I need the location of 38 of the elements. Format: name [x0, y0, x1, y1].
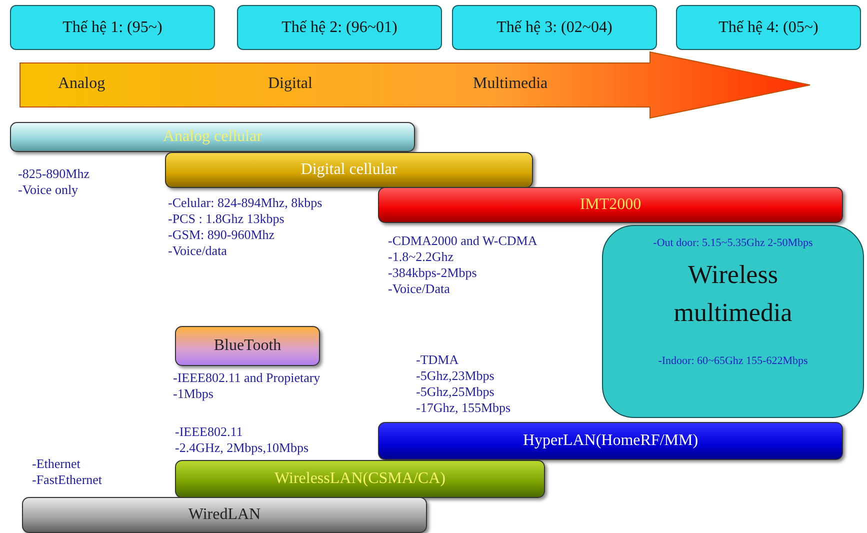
spec-text: -Out door: 5.15~5.35Ghz 2-50Mbps [653, 236, 813, 250]
technology-panel [602, 225, 864, 418]
spec-text: -IEEE802.11 [175, 424, 243, 440]
spec-text: -5Ghz,25Mbps [416, 384, 494, 400]
technology-band: WirelessLAN(CSMA/CA) [175, 460, 545, 498]
spec-text: -825-890Mhz [18, 166, 90, 182]
generation-label: Thế hệ 1: (95~) [10, 5, 215, 50]
technology-band: BlueTooth [175, 326, 320, 366]
technology-band: IMT2000 [378, 187, 843, 223]
spec-text: -TDMA [416, 352, 459, 368]
generation-label: Thế hệ 4: (05~) [676, 5, 861, 50]
spec-text: -1.8~2.2Ghz [388, 249, 454, 265]
spec-text: -FastEthernet [32, 472, 102, 488]
spec-text: -384kbps-2Mbps [388, 265, 477, 281]
spec-text: -GSM: 890-960Mhz [168, 227, 275, 243]
generation-label: Thế hệ 2: (96~01) [237, 5, 442, 50]
era-label: Digital [268, 75, 312, 93]
spec-text: -CDMA2000 and W-CDMA [388, 233, 538, 249]
era-label: Multimedia [473, 75, 548, 93]
spec-text: -Ethernet [32, 456, 80, 472]
panel-title: Wireless multimedia [672, 259, 794, 329]
spec-text: -Voice only [18, 182, 78, 198]
spec-text: -5Ghz,23Mbps [416, 368, 494, 384]
technology-band: HyperLAN(HomeRF/MM) [378, 422, 843, 460]
spec-text: -Celular: 824-894Mhz, 8kbps [168, 195, 322, 211]
spec-text: -Indoor: 60~65Ghz 155-622Mbps [658, 354, 808, 368]
technology-band: WiredLAN [22, 497, 427, 533]
spec-text: -17Ghz, 155Mbps [416, 400, 511, 416]
technology-band: Analog cellular [10, 122, 415, 152]
spec-text: -Voice/Data [388, 281, 450, 297]
spec-text: -2.4GHz, 2Mbps,10Mbps [175, 440, 309, 456]
era-label: Analog [58, 75, 106, 93]
generation-label: Thế hệ 3: (02~04) [452, 5, 657, 50]
spec-text: -1Mbps [173, 386, 214, 402]
spec-text: -Voice/data [168, 243, 227, 259]
technology-band: Digital cellular [165, 152, 533, 188]
spec-text: -PCS : 1.8Ghz 13kbps [168, 211, 284, 227]
spec-text: -IEEE802.11 and Propietary [173, 370, 320, 386]
